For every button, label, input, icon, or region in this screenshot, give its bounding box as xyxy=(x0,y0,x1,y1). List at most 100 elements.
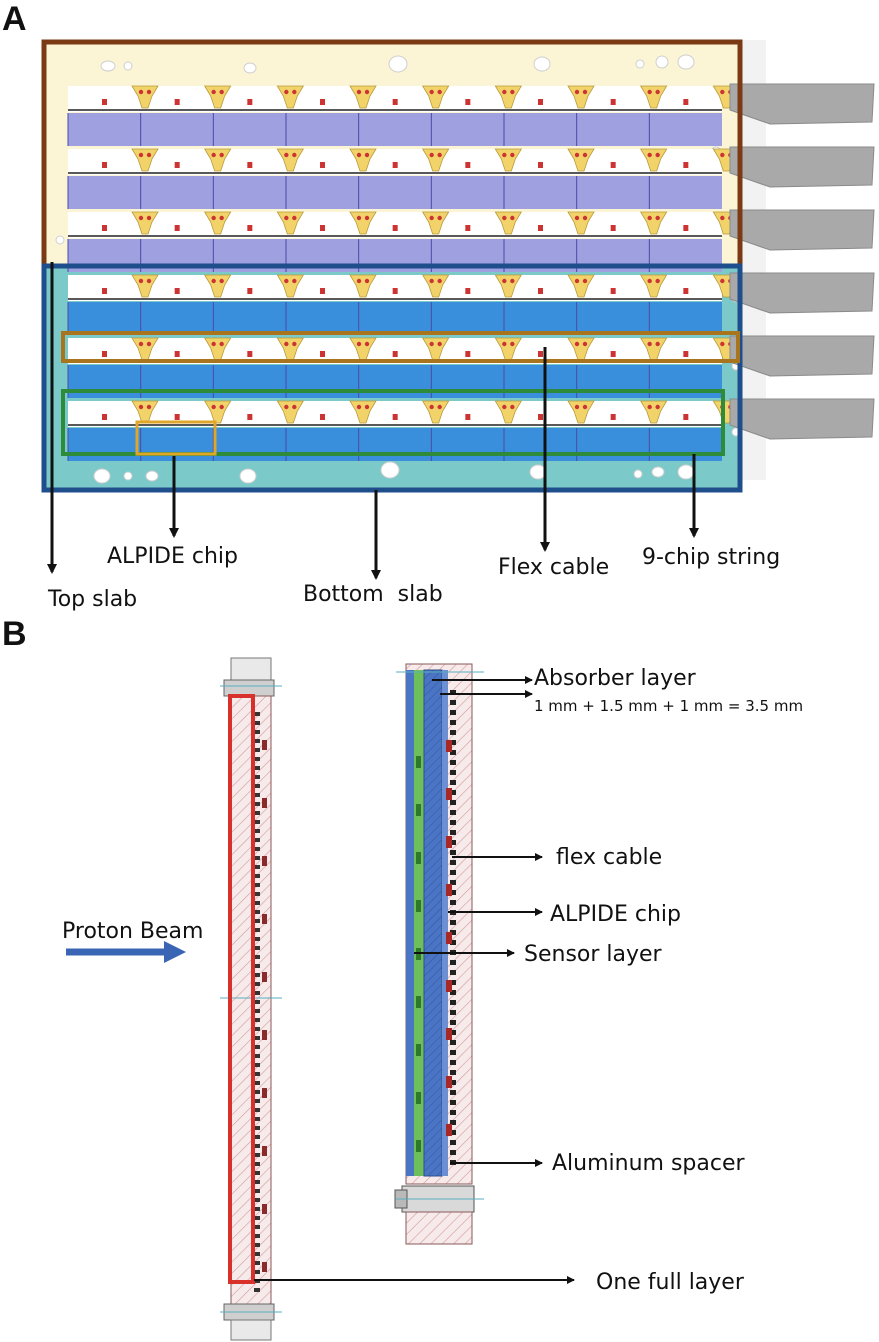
smd-component xyxy=(465,414,471,420)
right-chip-segment xyxy=(450,800,456,805)
right-chip-segment xyxy=(450,780,456,785)
absorber-outer-left xyxy=(406,670,414,1176)
bond-dot xyxy=(437,152,442,158)
bond-pad xyxy=(349,85,377,109)
left-chip-segment xyxy=(254,1216,260,1220)
right-chip-segment xyxy=(450,1110,456,1115)
bond-dot xyxy=(502,89,507,95)
bottom-slab-frame xyxy=(41,263,743,493)
right-chip-segment xyxy=(450,700,456,705)
flex-cable-label-a: Flex cable xyxy=(498,555,609,580)
panel-a-slab-photo: Top slab ALPIDE chip Bottom slab Flex ca… xyxy=(41,39,875,612)
smd-component xyxy=(174,288,180,294)
left-stack-top-cap xyxy=(230,657,272,683)
bond-dot xyxy=(582,404,588,410)
bond-dot xyxy=(364,341,370,347)
bond-dot xyxy=(574,89,580,95)
one-full-layer-frame xyxy=(228,694,255,1284)
smd-component xyxy=(247,225,253,231)
bond-pad xyxy=(203,400,232,424)
bond-pad xyxy=(494,274,523,298)
smd-component xyxy=(247,162,253,168)
right-chip-segment xyxy=(450,840,456,845)
chip-string-row xyxy=(67,274,741,335)
bond-dot xyxy=(356,152,362,158)
left-chip-segment xyxy=(254,748,260,752)
smd-component xyxy=(683,351,689,357)
smd-component xyxy=(320,225,325,231)
smd-component xyxy=(610,288,616,294)
bond-pad xyxy=(203,211,232,235)
left-chip-marker xyxy=(262,740,267,750)
bond-dot xyxy=(284,341,289,347)
smd-component xyxy=(102,414,107,420)
sensor-marker xyxy=(416,1044,421,1056)
right-chip-segment xyxy=(450,710,456,715)
left-chip-segment xyxy=(254,1090,260,1094)
smd-component xyxy=(538,225,543,231)
left-chip-marker xyxy=(262,1088,267,1098)
right-chip-segment xyxy=(450,1090,456,1095)
bond-pad xyxy=(639,211,668,235)
bond-pad xyxy=(567,211,595,235)
sensor-marker xyxy=(416,900,421,912)
right-chip-segment xyxy=(450,830,456,835)
right-chip-segment xyxy=(450,930,456,935)
left-chip-segment xyxy=(254,820,260,824)
bond-pad xyxy=(131,211,159,235)
left-chip-segment xyxy=(254,919,260,923)
bond-dot xyxy=(146,215,152,221)
bond-pad xyxy=(494,400,523,424)
smd-component xyxy=(392,288,398,294)
left-chip-segment xyxy=(254,1018,260,1022)
left-chip-segment xyxy=(254,1126,260,1130)
left-chip-marker xyxy=(262,856,267,866)
one-full-layer-label: One full layer xyxy=(596,1270,745,1295)
left-chip-marker xyxy=(262,914,267,924)
smd-component xyxy=(247,99,253,105)
left-chip-segment xyxy=(254,973,260,977)
left-chip-segment xyxy=(254,721,260,725)
bond-dot xyxy=(356,278,362,284)
bond-dot xyxy=(364,404,370,410)
right-chip-marker xyxy=(446,1028,452,1040)
chip-string-row xyxy=(67,211,741,272)
bond-dot xyxy=(510,89,515,95)
proton-beam-arrowhead xyxy=(164,941,186,963)
bond-pad xyxy=(567,400,595,424)
bond-pad xyxy=(567,148,595,172)
bond-pad xyxy=(276,274,305,298)
sensor-layer-label: Sensor layer xyxy=(524,942,663,967)
left-chip-segment xyxy=(254,955,260,959)
bond-dot xyxy=(574,152,580,158)
panel-a-letter: A xyxy=(2,0,27,38)
smd-component xyxy=(392,351,398,357)
bond-dot xyxy=(138,215,144,221)
left-chip-segment xyxy=(254,1072,260,1076)
chip-string-row xyxy=(67,148,741,209)
left-chip-segment xyxy=(254,712,260,716)
right-chip-segment xyxy=(450,1050,456,1055)
left-chip-segment xyxy=(254,883,260,887)
flex-cable-tails xyxy=(729,83,875,440)
left-chip-segment xyxy=(254,856,260,860)
bond-dot xyxy=(429,89,434,95)
right-chip-segment xyxy=(450,920,456,925)
absorber-outer-right xyxy=(442,670,448,1176)
flex-cable-frame xyxy=(61,331,740,363)
right-chip-segment xyxy=(450,1060,456,1065)
smd-component xyxy=(320,414,325,420)
flex-tail xyxy=(729,335,875,377)
bond-dot xyxy=(292,341,297,347)
right-chip-segment xyxy=(450,860,456,865)
panel-b-letter: B xyxy=(2,615,27,653)
bond-pad xyxy=(421,274,450,298)
right-chip-segment xyxy=(450,690,456,695)
left-chip-segment xyxy=(254,1180,260,1184)
bond-dot xyxy=(655,404,660,410)
right-chip-segment xyxy=(450,1120,456,1125)
right-chip-segment xyxy=(450,730,456,735)
left-chip-segment xyxy=(254,910,260,914)
bond-dot xyxy=(429,278,434,284)
bond-pad xyxy=(276,211,305,235)
